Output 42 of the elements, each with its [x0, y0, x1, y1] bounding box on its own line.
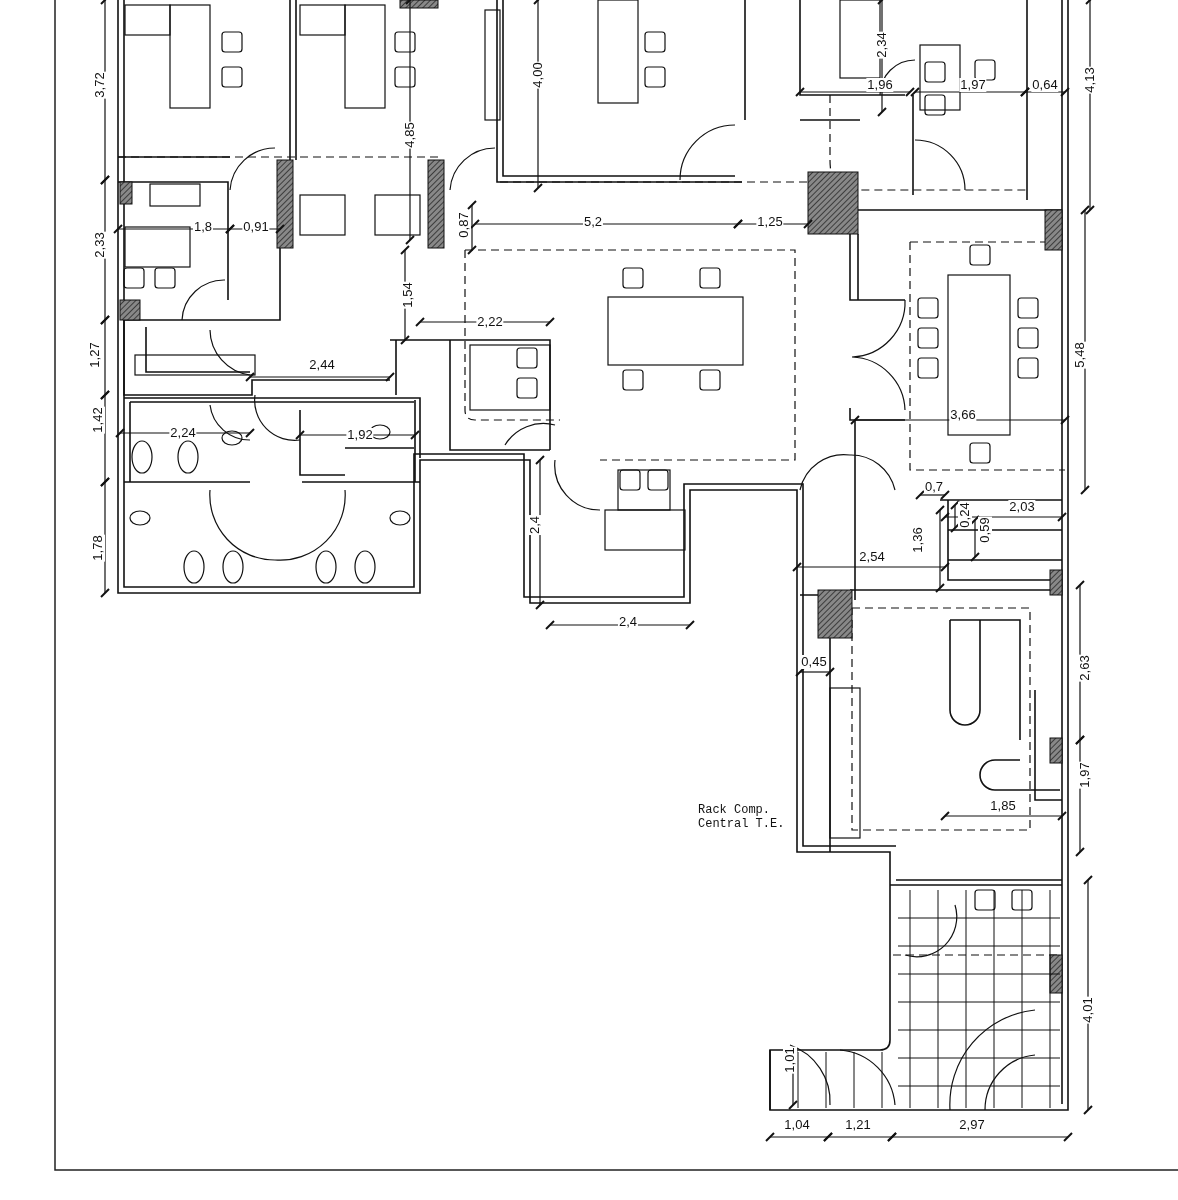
- dimension-label: 1,36: [911, 526, 925, 554]
- dimension-label: 1,78: [91, 534, 105, 562]
- dimension-label: 1,85: [989, 799, 1017, 813]
- dimension-label: 0,45: [800, 655, 828, 669]
- dimension-label: 1,01: [783, 1046, 797, 1074]
- dimension-label: 2,4: [617, 615, 639, 629]
- dimension-label: 2,34: [875, 31, 889, 59]
- dimension-label: 1,25: [756, 215, 784, 229]
- dimension-label: 1,21: [844, 1118, 872, 1132]
- dimension-label: 0,59: [978, 516, 992, 544]
- dimension-label: 1,97: [1078, 761, 1092, 789]
- dimension-label: 4,01: [1081, 996, 1095, 1024]
- dimension-label: 1,8: [192, 220, 214, 234]
- dimension-label: 2,44: [308, 358, 336, 372]
- dimension-label: 1,54: [401, 281, 415, 309]
- dimension-label: 2,03: [1008, 500, 1036, 514]
- dimension-label: 4,00: [531, 61, 545, 89]
- dimension-label: 4,13: [1083, 66, 1097, 94]
- dimension-label: 1,96: [866, 78, 894, 92]
- dimension-label: 3,72: [93, 71, 107, 99]
- dimension-label: 3,66: [949, 408, 977, 422]
- dimension-label: 2,33: [93, 231, 107, 259]
- dimension-label: 2,63: [1078, 654, 1092, 682]
- dimension-label: 0,24: [958, 501, 972, 529]
- dimension-label: 0,91: [242, 220, 270, 234]
- dimension-label: 2,24: [169, 426, 197, 440]
- dimension-label: 1,97: [959, 78, 987, 92]
- dimension-label: 0,7: [923, 480, 945, 494]
- dimension-label: 5,48: [1073, 341, 1087, 369]
- dimension-label: 1,27: [88, 341, 102, 369]
- dimension-label: 2,97: [958, 1118, 986, 1132]
- dimension-label: 2,54: [858, 550, 886, 564]
- dimension-label: 5,2: [582, 215, 604, 229]
- dimension-label: 2,4: [528, 514, 542, 536]
- dimension-label: 0,87: [457, 211, 471, 239]
- dimension-label: 2,22: [476, 315, 504, 329]
- dimension-label: 4,85: [403, 121, 417, 149]
- dimension-label: 1,42: [91, 406, 105, 434]
- dimension-label: 1,04: [783, 1118, 811, 1132]
- equipment-note: Rack Comp. Central T.E.: [698, 803, 786, 831]
- dimension-label: 1,92: [346, 428, 374, 442]
- dimension-label: 0,64: [1031, 78, 1059, 92]
